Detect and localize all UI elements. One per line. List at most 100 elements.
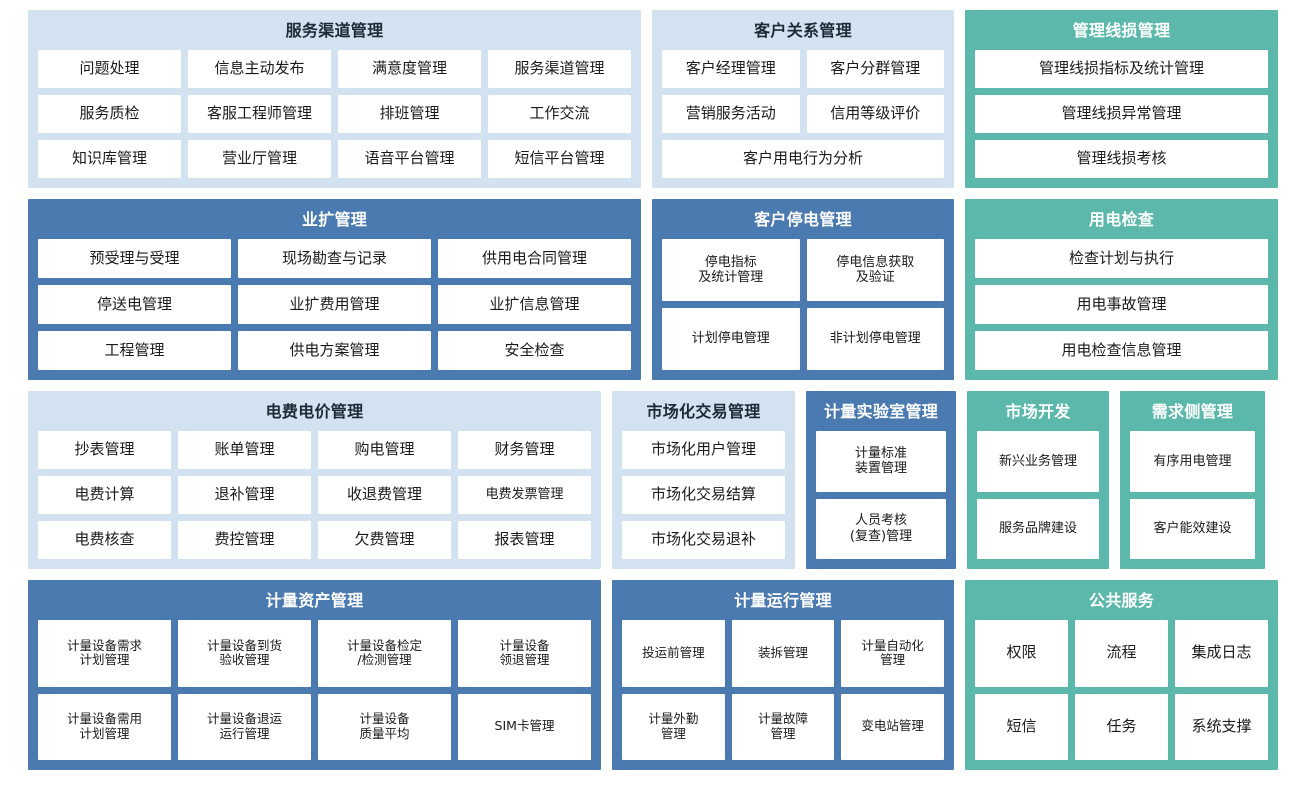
module-cell[interactable]: 客户经理管理 [662, 50, 800, 88]
module-cell[interactable]: 短信 [975, 693, 1068, 760]
panel-cell-grid: 预受理与受理 现场勘查与记录 供用电合同管理 停送电管理 业扩费用管理 业扩信息… [38, 239, 631, 370]
module-cell[interactable]: 客户用电行为分析 [662, 140, 944, 178]
module-cell[interactable]: 排班管理 [338, 95, 481, 133]
module-cell[interactable]: SIM卡管理 [458, 693, 591, 760]
panel-metering-operation-management[interactable]: 计量运行管理 投运前管理 装拆管理 计量自动化 管理 计量外勤 管理 计量故障 … [612, 580, 954, 770]
module-cell[interactable]: 系统支撑 [1175, 693, 1268, 760]
module-cell[interactable]: 市场化用户管理 [622, 431, 785, 469]
panel-market-development[interactable]: 市场开发 新兴业务管理 服务品牌建设 [967, 391, 1109, 569]
module-cell[interactable]: 电费发票管理 [458, 476, 591, 514]
module-cell[interactable]: 计划停电管理 [662, 308, 800, 370]
module-cell[interactable]: 安全检查 [438, 331, 631, 370]
panel-service-channel-management[interactable]: 服务渠道管理 问题处理 信息主动发布 满意度管理 服务渠道管理 服务质检 客服工… [28, 10, 641, 188]
module-cell[interactable]: 计量故障 管理 [731, 693, 835, 760]
module-cell[interactable]: 计量设备需用 计划管理 [38, 693, 171, 760]
module-cell[interactable]: 用电检查信息管理 [975, 331, 1268, 370]
module-cell[interactable]: 客户能效建设 [1130, 498, 1255, 559]
module-cell[interactable]: 任务 [1075, 693, 1168, 760]
panel-title: 客户停电管理 [754, 210, 852, 229]
module-cell[interactable]: 服务品牌建设 [977, 498, 1099, 559]
module-cell[interactable]: 计量设备需求 计划管理 [38, 620, 171, 687]
module-cell[interactable]: 市场化交易结算 [622, 476, 785, 514]
module-cell[interactable]: 营业厅管理 [188, 140, 331, 178]
module-cell[interactable]: 计量设备 质量平均 [318, 693, 451, 760]
module-cell[interactable]: 财务管理 [458, 431, 591, 469]
module-cell[interactable]: 变电站管理 [841, 693, 945, 760]
module-cell[interactable]: 业扩费用管理 [238, 285, 431, 324]
module-cell[interactable]: 停送电管理 [38, 285, 231, 324]
module-cell[interactable]: 有序用电管理 [1130, 431, 1255, 492]
cell-row: 停送电管理 业扩费用管理 业扩信息管理 [38, 285, 631, 324]
module-cell[interactable]: 用电事故管理 [975, 285, 1268, 324]
module-cell[interactable]: 工作交流 [488, 95, 631, 133]
panel-public-service[interactable]: 公共服务 权限 流程 集成日志 短信 任务 系统支撑 [965, 580, 1278, 770]
module-cell[interactable]: 抄表管理 [38, 431, 171, 469]
panel-electricity-fee-price-management[interactable]: 电费电价管理 抄表管理 账单管理 购电管理 财务管理 电费计算 退补管理 收退费… [28, 391, 601, 569]
module-cell[interactable]: 满意度管理 [338, 50, 481, 88]
module-cell[interactable]: 供电方案管理 [238, 331, 431, 370]
module-cell[interactable]: 计量设备退运 运行管理 [178, 693, 311, 760]
module-cell[interactable]: 计量设备 领退管理 [458, 620, 591, 687]
module-cell[interactable]: 电费计算 [38, 476, 171, 514]
module-cell[interactable]: 新兴业务管理 [977, 431, 1099, 492]
module-cell[interactable]: 信息主动发布 [188, 50, 331, 88]
cell-row: 电费核查 费控管理 欠费管理 报表管理 [38, 521, 591, 559]
module-cell[interactable]: 计量外勤 管理 [622, 693, 725, 760]
module-cell[interactable]: 工程管理 [38, 331, 231, 370]
module-cell[interactable]: 服务质检 [38, 95, 181, 133]
panel-cell-grid: 新兴业务管理 服务品牌建设 [977, 431, 1099, 559]
module-cell[interactable]: 客服工程师管理 [188, 95, 331, 133]
module-cell[interactable]: 供用电合同管理 [438, 239, 631, 278]
module-cell[interactable]: 现场勘查与记录 [238, 239, 431, 278]
module-cell[interactable]: 客户分群管理 [806, 50, 944, 88]
module-cell[interactable]: 非计划停电管理 [806, 308, 944, 370]
module-cell[interactable]: 管理线损考核 [975, 140, 1268, 178]
module-cell[interactable]: 预受理与受理 [38, 239, 231, 278]
module-cell[interactable]: 知识库管理 [38, 140, 181, 178]
module-cell[interactable]: 退补管理 [178, 476, 311, 514]
panel-metering-asset-management[interactable]: 计量资产管理 计量设备需求 计划管理 计量设备到货 验收管理 计量设备检定 /检… [28, 580, 601, 770]
panel-customer-outage-management[interactable]: 客户停电管理 停电指标 及统计管理 停电信息获取 及验证 计划停电管理 非计划停… [652, 199, 954, 380]
module-cell[interactable]: 集成日志 [1175, 620, 1268, 687]
module-cell[interactable]: 管理线损指标及统计管理 [975, 50, 1268, 88]
module-cell[interactable]: 投运前管理 [622, 620, 725, 687]
module-cell[interactable]: 语音平台管理 [338, 140, 481, 178]
module-cell[interactable]: 业扩信息管理 [438, 285, 631, 324]
module-cell[interactable]: 市场化交易退补 [622, 521, 785, 559]
module-cell[interactable]: 检查计划与执行 [975, 239, 1268, 278]
module-cell[interactable]: 服务渠道管理 [488, 50, 631, 88]
module-cell[interactable]: 计量标准 装置管理 [816, 431, 946, 492]
module-cell[interactable]: 费控管理 [178, 521, 311, 559]
module-cell[interactable]: 问题处理 [38, 50, 181, 88]
panel-cell-grid: 计量设备需求 计划管理 计量设备到货 验收管理 计量设备检定 /检测管理 计量设… [38, 620, 591, 760]
panel-market-transaction-management[interactable]: 市场化交易管理 市场化用户管理 市场化交易结算 市场化交易退补 [612, 391, 795, 569]
module-cell[interactable]: 电费核查 [38, 521, 171, 559]
module-cell[interactable]: 营销服务活动 [662, 95, 800, 133]
panel-demand-side-management[interactable]: 需求侧管理 有序用电管理 客户能效建设 [1120, 391, 1265, 569]
panel-cell-grid: 计量标准 装置管理 人员考核 (复查)管理 [816, 431, 946, 559]
module-cell[interactable]: 流程 [1075, 620, 1168, 687]
cell-row: 计划停电管理 非计划停电管理 [662, 308, 944, 370]
module-cell[interactable]: 报表管理 [458, 521, 591, 559]
module-cell[interactable]: 信用等级评价 [806, 95, 944, 133]
module-cell[interactable]: 权限 [975, 620, 1068, 687]
module-cell[interactable]: 计量自动化 管理 [841, 620, 945, 687]
module-cell[interactable]: 短信平台管理 [488, 140, 631, 178]
module-cell[interactable]: 停电指标 及统计管理 [662, 239, 800, 301]
module-cell[interactable]: 收退费管理 [318, 476, 451, 514]
module-cell[interactable]: 计量设备检定 /检测管理 [318, 620, 451, 687]
module-cell[interactable]: 欠费管理 [318, 521, 451, 559]
panel-customer-relationship-management[interactable]: 客户关系管理 客户经理管理 客户分群管理 营销服务活动 信用等级评价 客户用电行… [652, 10, 954, 188]
panel-business-expansion-management[interactable]: 业扩管理 预受理与受理 现场勘查与记录 供用电合同管理 停送电管理 业扩费用管理… [28, 199, 641, 380]
module-cell[interactable]: 计量设备到货 验收管理 [178, 620, 311, 687]
module-cell[interactable]: 人员考核 (复查)管理 [816, 498, 946, 559]
module-cell[interactable]: 停电信息获取 及验证 [806, 239, 944, 301]
module-cell[interactable]: 管理线损异常管理 [975, 95, 1268, 133]
panel-metering-laboratory-management[interactable]: 计量实验室管理 计量标准 装置管理 人员考核 (复查)管理 [806, 391, 956, 569]
panel-management-line-loss[interactable]: 管理线损管理 管理线损指标及统计管理 管理线损异常管理 管理线损考核 [965, 10, 1278, 188]
module-cell[interactable]: 账单管理 [178, 431, 311, 469]
cell-row: 计量设备需求 计划管理 计量设备到货 验收管理 计量设备检定 /检测管理 计量设… [38, 620, 591, 687]
module-cell[interactable]: 装拆管理 [731, 620, 835, 687]
module-cell[interactable]: 购电管理 [318, 431, 451, 469]
panel-electricity-usage-inspection[interactable]: 用电检查 检查计划与执行 用电事故管理 用电检查信息管理 [965, 199, 1278, 380]
